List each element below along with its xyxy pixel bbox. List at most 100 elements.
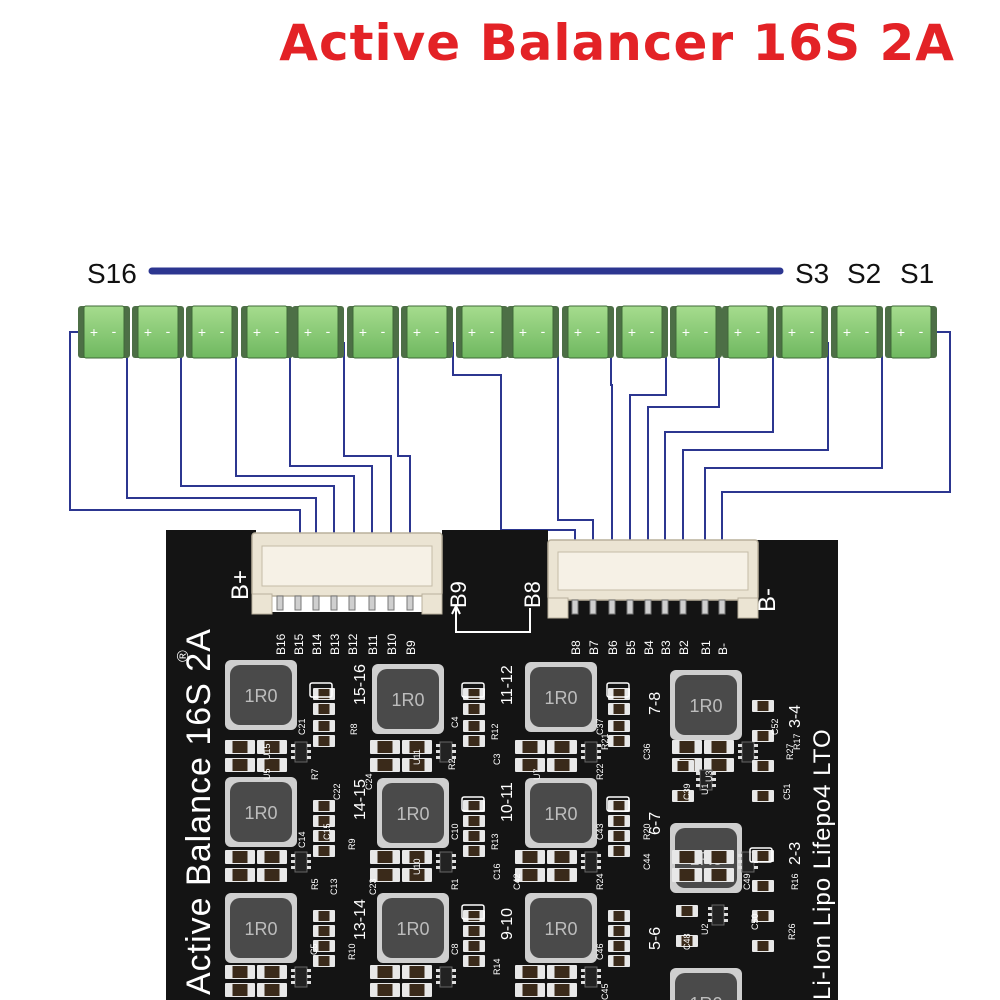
cell-minus-sign: - (326, 323, 331, 339)
smd-body (232, 966, 248, 978)
ic-lead (291, 744, 295, 747)
component-ref-label: C10 (450, 823, 460, 840)
component-ref-label: C36 (642, 743, 652, 760)
cell-body (406, 305, 448, 359)
component-ref-label: C22 (332, 783, 342, 800)
marker-square (606, 796, 630, 812)
ic-chip (696, 769, 716, 791)
smd-component (402, 868, 432, 882)
wire-16 (721, 331, 951, 600)
ic-lead (581, 744, 585, 747)
smd-body (613, 704, 625, 714)
smd-component (313, 845, 335, 857)
cell-minus-sign: - (490, 323, 495, 339)
cell-minus-sign: - (112, 323, 117, 339)
component-ref-label: R16 (790, 873, 800, 890)
ic-lead (738, 866, 742, 869)
ic-lead (754, 750, 758, 753)
component-ref-label: U10 (412, 858, 422, 875)
inductor-body (382, 898, 444, 958)
ic-lead (597, 981, 601, 984)
component-ref-label: C43 (595, 823, 605, 840)
pin-label-left: B15 (292, 633, 306, 655)
ic-chip (738, 741, 758, 763)
smd-component (463, 845, 485, 857)
component-ref-label: U11 (412, 749, 422, 765)
smd-component (672, 790, 694, 802)
label-s2: S2 (847, 258, 881, 289)
cell-body (246, 305, 288, 359)
label-s16: S16 (87, 258, 137, 289)
ic-body (294, 966, 308, 988)
ic-lead (581, 975, 585, 978)
smd-component (608, 830, 630, 842)
smd-component (704, 740, 734, 754)
inductor-label: 1R0 (244, 686, 277, 706)
smd-component (402, 965, 432, 979)
smd-body (613, 801, 625, 811)
smd-component (463, 815, 485, 827)
cell-plus-sign: + (144, 324, 152, 340)
cell-plus-sign: + (843, 324, 851, 340)
cell-14: +- (186, 305, 238, 359)
smd-body (409, 851, 425, 863)
ic-lead (708, 913, 712, 916)
cell-plus-sign: + (359, 324, 367, 340)
smd-body (318, 801, 330, 811)
b9-label: B9 (446, 581, 471, 608)
ic-lead (581, 854, 585, 857)
inductor-label: 1R0 (391, 690, 424, 710)
ic-lead (597, 969, 601, 972)
smd-component (313, 925, 335, 937)
ic-lead (291, 975, 295, 978)
component-ref-label: R27 (785, 743, 795, 760)
smd-body (757, 851, 769, 861)
smd-body (468, 846, 480, 856)
smd-component (547, 868, 577, 882)
ic-lead (597, 854, 601, 857)
ic-chip (291, 851, 311, 873)
smd-body (377, 984, 393, 996)
smd-component (370, 983, 400, 997)
smd-component (402, 758, 432, 772)
smd-component (608, 720, 630, 732)
smd-body (554, 741, 570, 753)
connector-pin (348, 595, 356, 611)
smd-body (318, 926, 330, 936)
connector-left-tab-r (421, 593, 443, 615)
smd-component (672, 850, 702, 864)
smd-body (613, 721, 625, 731)
smd-component (402, 740, 432, 754)
smd-body (264, 741, 280, 753)
inductor: 1R0 (525, 778, 597, 848)
ic-lead (307, 969, 311, 972)
ic-body (439, 851, 453, 873)
ic-chip (708, 904, 728, 926)
smd-component (225, 868, 255, 882)
connector-pins (276, 595, 726, 615)
smd-component (257, 740, 287, 754)
smd-body (522, 759, 538, 771)
ic-lead (307, 866, 311, 869)
inductor: 1R0 (377, 778, 449, 848)
smd-component (313, 800, 335, 812)
smd-body (264, 851, 280, 863)
smd-body (554, 869, 570, 881)
ic-lead (452, 744, 456, 747)
ic-lead (291, 969, 295, 972)
ic-lead (597, 975, 601, 978)
ic-lead (436, 860, 440, 863)
ic-lead (581, 750, 585, 753)
smd-component (313, 735, 335, 747)
balance-wires (69, 331, 951, 600)
ic-lead (291, 750, 295, 753)
smd-body (681, 936, 693, 946)
smd-component (463, 940, 485, 952)
smd-component (402, 850, 432, 864)
ic-body (584, 851, 598, 873)
component-ref-label: R7 (310, 768, 320, 780)
ic-lead (738, 854, 742, 857)
ic-lead (754, 866, 758, 869)
component-ref-label: C50 (750, 913, 760, 930)
connector-pin (644, 599, 652, 615)
